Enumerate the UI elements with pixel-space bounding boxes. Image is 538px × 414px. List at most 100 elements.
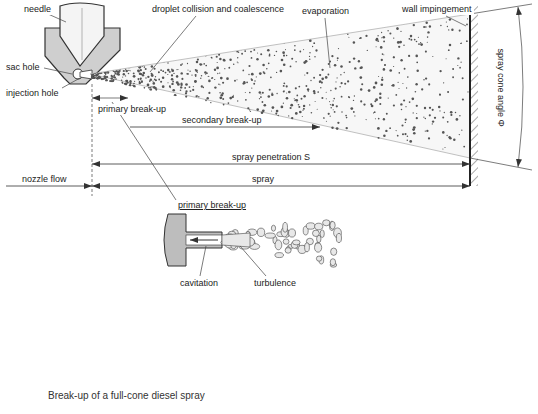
droplet <box>371 105 374 108</box>
droplet <box>175 58 176 59</box>
droplet <box>350 107 353 110</box>
droplet <box>231 50 232 51</box>
droplet <box>452 76 454 78</box>
droplet <box>91 74 93 76</box>
droplet <box>378 76 379 77</box>
droplet <box>385 130 387 132</box>
droplet <box>251 73 254 76</box>
droplet <box>334 64 337 67</box>
part-label: turbulence <box>252 278 298 289</box>
droplet <box>236 50 238 52</box>
droplet <box>237 57 238 58</box>
droplet <box>117 70 119 72</box>
droplet <box>281 106 284 109</box>
part-label: cavitation <box>178 278 220 289</box>
droplet <box>211 77 213 79</box>
droplet <box>307 90 309 92</box>
droplet <box>442 116 444 118</box>
droplet <box>383 40 385 42</box>
droplet <box>423 117 424 118</box>
droplet <box>201 75 203 77</box>
droplet <box>427 42 428 43</box>
droplet <box>271 94 274 97</box>
droplet <box>461 42 462 43</box>
droplet <box>104 75 107 78</box>
droplet <box>338 48 339 49</box>
droplet <box>439 70 441 72</box>
part-label: needle <box>22 4 53 15</box>
droplet <box>194 80 196 82</box>
droplet <box>424 107 426 109</box>
liquid-blob <box>305 243 310 252</box>
droplet <box>282 51 285 54</box>
droplet <box>380 46 383 49</box>
droplet <box>299 111 302 114</box>
droplet <box>211 57 212 58</box>
droplet <box>333 98 335 100</box>
droplet <box>251 57 253 59</box>
droplet <box>220 94 223 97</box>
droplet <box>240 48 243 51</box>
droplet <box>259 98 260 99</box>
droplet <box>411 97 414 100</box>
droplet <box>147 84 150 87</box>
droplet <box>341 111 343 113</box>
droplet <box>105 79 107 81</box>
droplet <box>319 74 321 76</box>
droplet <box>123 73 125 75</box>
droplet <box>309 104 310 105</box>
droplet <box>143 64 145 66</box>
droplet <box>129 82 131 84</box>
droplet <box>112 69 113 70</box>
droplet <box>222 98 224 100</box>
droplet <box>290 66 292 68</box>
droplet <box>450 114 452 116</box>
droplet <box>337 77 338 78</box>
droplet <box>402 133 404 135</box>
liquid-blob <box>289 229 296 237</box>
droplet <box>425 77 427 79</box>
droplet <box>117 73 120 76</box>
droplet <box>449 18 451 20</box>
droplet <box>400 31 401 32</box>
droplet <box>180 64 182 66</box>
droplet <box>92 71 94 73</box>
droplet <box>463 146 465 148</box>
droplet <box>295 112 298 115</box>
droplet <box>271 43 273 45</box>
droplet <box>205 100 207 102</box>
droplet <box>171 69 174 72</box>
droplet <box>237 62 238 63</box>
droplet <box>375 98 378 101</box>
droplet <box>176 81 179 84</box>
droplet <box>178 69 179 70</box>
droplet <box>132 84 134 86</box>
liquid-blob <box>330 221 335 229</box>
droplet <box>451 29 453 31</box>
droplet <box>133 75 136 78</box>
droplet <box>223 104 225 106</box>
liquid-blob <box>331 248 337 255</box>
droplet <box>377 137 379 139</box>
droplet <box>448 29 449 30</box>
droplet <box>309 58 310 59</box>
droplet <box>275 113 277 115</box>
droplet <box>339 86 340 87</box>
droplet <box>328 113 330 115</box>
droplet <box>187 70 188 71</box>
droplet <box>148 87 150 89</box>
droplet <box>346 117 348 119</box>
droplet <box>150 79 153 82</box>
droplet <box>191 74 192 75</box>
liquid-blob <box>257 228 264 236</box>
droplet <box>219 72 220 73</box>
droplet <box>208 76 209 77</box>
droplet <box>320 87 321 88</box>
droplet <box>136 64 138 66</box>
droplet <box>203 63 205 65</box>
droplet <box>121 82 123 84</box>
droplet <box>98 76 101 79</box>
droplet <box>249 92 251 94</box>
part-label: wall impingement <box>400 4 474 15</box>
droplet <box>319 81 321 83</box>
